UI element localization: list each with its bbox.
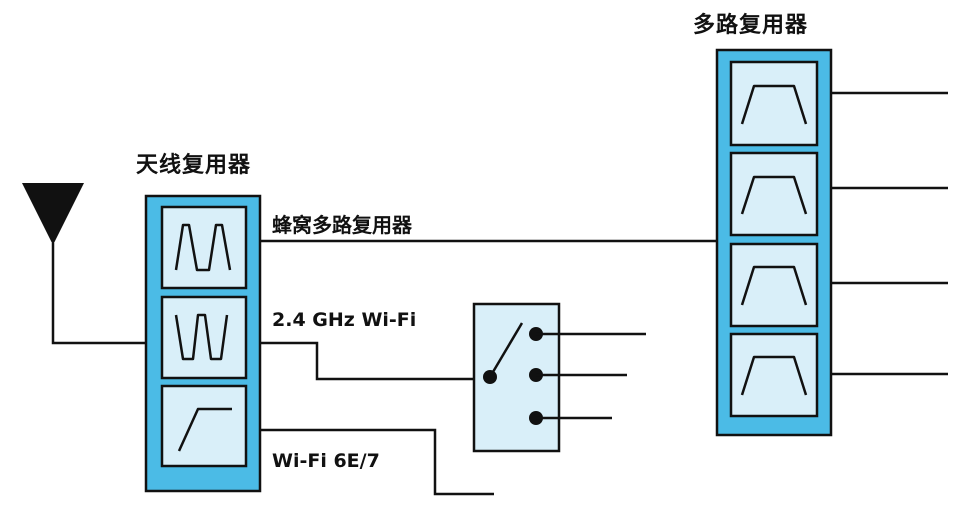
multiplexer-title: 多路复用器 (693, 13, 809, 38)
antenna-feed-line (51, 243, 146, 345)
highpass-filter-icon (177, 407, 232, 452)
dual-bandstop-filter-icon (174, 313, 229, 361)
sp3t-switch (472, 302, 646, 453)
bandpass-filter-icon (740, 355, 808, 396)
multiplexer-filter-4 (729, 332, 819, 418)
antenna-mux-filter-1 (160, 205, 248, 290)
multiplexer-filter-3 (729, 242, 819, 328)
switch-common-node (483, 370, 497, 384)
wifi24-label: 2.4 GHz Wi-Fi (272, 309, 417, 331)
wifi6e-label: Wi-Fi 6E/7 (272, 450, 380, 472)
antenna-mux-filter-2 (160, 295, 248, 380)
multiplexer (715, 48, 833, 437)
bandpass-filter-icon (740, 84, 808, 125)
wifi6e-line (260, 428, 494, 496)
wifi24-line (260, 341, 490, 381)
dual-bandpass-filter-icon (174, 223, 232, 272)
switch-arm (488, 322, 524, 378)
antenna-mux-filter-3 (160, 384, 248, 468)
antenna-multiplexer (144, 194, 262, 493)
bandpass-filter-icon (740, 265, 808, 306)
multiplexer-filter-2 (729, 151, 819, 237)
antenna-icon (22, 183, 84, 245)
bandpass-filter-icon (740, 175, 808, 215)
cellular-label: 蜂窝多路复用器 (272, 213, 412, 237)
multiplexer-filter-1 (729, 60, 819, 147)
antenna-mux-title: 天线复用器 (136, 153, 252, 178)
